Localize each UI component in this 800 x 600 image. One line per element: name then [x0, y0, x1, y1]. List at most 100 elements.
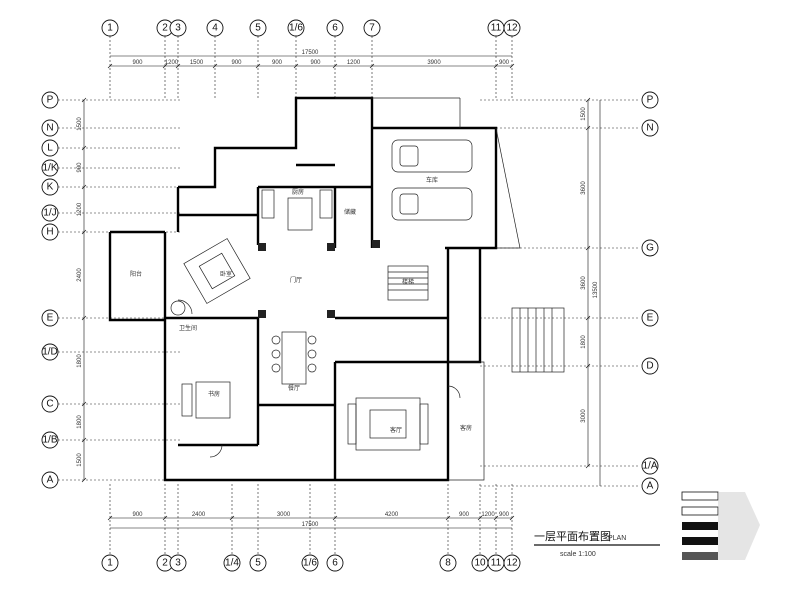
- dim-top-total: 17500: [302, 50, 319, 56]
- grid-left-1-label: N: [46, 123, 53, 134]
- grid-bottom-3: 1/4: [223, 554, 241, 572]
- grid-left-10-label: 1/B: [42, 435, 57, 446]
- grid-left-11: A: [41, 471, 59, 489]
- grid-bottom-1-label: 2: [162, 558, 168, 569]
- grid-bottom-2: 3: [169, 554, 187, 572]
- dim-left-2: 1200: [77, 202, 83, 216]
- grid-bottom-5: 1/6: [301, 554, 319, 572]
- grid-top-8-label: 11: [491, 23, 502, 34]
- grid-top-3: 4: [206, 19, 224, 37]
- room-label-1: 客厅: [390, 426, 402, 434]
- grid-top-5: 1/6: [287, 19, 305, 37]
- dim-top-8: 900: [499, 60, 510, 66]
- grid-top-8: 11: [487, 19, 505, 37]
- dim-bottom-1: 2400: [192, 512, 206, 518]
- room-label-2: 餐厅: [288, 384, 300, 392]
- building-walls: [108, 96, 565, 482]
- legend-swatch-1: [681, 491, 719, 501]
- dim-right-total: 13500: [593, 281, 599, 298]
- grid-top-9: 12: [503, 19, 521, 37]
- dim-top-2: 1500: [190, 60, 204, 66]
- grid-right-6-label: A: [647, 481, 654, 492]
- dim-bottom-5: 1200: [481, 512, 495, 518]
- grid-left-4-label: K: [47, 182, 54, 193]
- grid-top-2-label: 3: [175, 23, 181, 34]
- grid-left-8-label: 1/D: [42, 347, 58, 358]
- grid-left-5: 1/J: [41, 204, 59, 222]
- grid-right-4-label: D: [646, 361, 653, 372]
- grid-top-4: 5: [249, 19, 267, 37]
- dim-bottom-0: 900: [132, 512, 143, 518]
- grid-left-10: 1/B: [41, 431, 59, 449]
- grid-top-5-label: 1/6: [289, 23, 303, 34]
- grid-left-0: P: [41, 91, 59, 109]
- grid-left-6: H: [41, 223, 59, 241]
- dim-bottom-2: 3000: [277, 512, 291, 518]
- grid-right-4: D: [641, 357, 659, 375]
- grid-left-9: C: [41, 395, 59, 413]
- room-label-0: 车库: [426, 176, 438, 184]
- grid-bottom-8-label: 10: [474, 558, 486, 569]
- grid-top-3-label: 4: [212, 23, 218, 34]
- grid-bottom-0: 1: [101, 554, 119, 572]
- grid-right-1: N: [641, 119, 659, 137]
- grid-left-7: E: [41, 309, 59, 327]
- grid-left-7-label: E: [47, 313, 54, 324]
- dim-left-0: 1500: [77, 117, 83, 131]
- grid-top-4-label: 5: [255, 23, 261, 34]
- grid-top-0: 1: [101, 19, 119, 37]
- grid-right-0: P: [641, 91, 659, 109]
- grid-bottom-0-label: 1: [107, 558, 113, 569]
- dim-top-1: 1200: [165, 60, 179, 66]
- dim-left-5: 1800: [77, 415, 83, 429]
- dim-right-4: 3000: [581, 409, 587, 423]
- room-label-3: 厨房: [292, 188, 304, 196]
- grid-bottom-2-label: 3: [175, 558, 181, 569]
- legend-swatch-4: [682, 537, 718, 545]
- grid-bottom-6-label: 6: [332, 558, 338, 569]
- grid-right-3: E: [641, 309, 659, 327]
- grid-bottom-6: 6: [326, 554, 344, 572]
- grid-left-4: K: [41, 178, 59, 196]
- grid-bottom-5-label: 1/6: [303, 558, 317, 569]
- dim-left-6: 1500: [77, 453, 83, 467]
- grid-bottom-7: 8: [439, 554, 457, 572]
- grid-left-6-label: H: [46, 227, 53, 238]
- grid-left-2-label: L: [47, 143, 53, 154]
- grid-top-7-label: 7: [369, 23, 375, 34]
- dim-right-2: 3600: [581, 276, 587, 290]
- dim-left-4: 1800: [77, 354, 83, 368]
- dim-right-1: 3600: [581, 181, 587, 195]
- dim-bottom-4: 900: [459, 512, 470, 518]
- grid-left-3-label: 1/K: [42, 163, 57, 174]
- grid-left-8: 1/D: [41, 343, 59, 361]
- grid-bottom-10-label: 12: [506, 558, 518, 569]
- grid-right-3-label: E: [647, 313, 654, 324]
- grid-right-1-label: N: [646, 123, 653, 134]
- wall-legend: [681, 491, 760, 560]
- grid-left-5-label: 1/J: [43, 208, 56, 219]
- legend-swatch-5: [682, 552, 718, 560]
- dim-right-3: 1800: [581, 335, 587, 349]
- dim-top-6: 1200: [347, 60, 361, 66]
- grid-left-3: 1/K: [41, 159, 59, 177]
- drawing-title-suffix: PLAN: [608, 535, 626, 542]
- grid-bottom-4-label: 5: [255, 558, 261, 569]
- grid-top-0-label: 1: [107, 23, 113, 34]
- grid-left-11-label: A: [47, 475, 54, 486]
- dim-top-5: 900: [310, 60, 321, 66]
- legend-swatch-3: [682, 522, 718, 530]
- grid-bottom-7-label: 8: [445, 558, 451, 569]
- room-label-5: 书房: [208, 390, 220, 398]
- grid-left-2: L: [41, 139, 59, 157]
- grid-right-2-label: G: [646, 243, 654, 254]
- drawing-title: 一层平面布置图: [534, 530, 611, 543]
- grid-right-0-label: P: [647, 95, 654, 106]
- grid-bottom-9-label: 11: [491, 558, 502, 569]
- grid-top-9-label: 12: [506, 23, 518, 34]
- grid-top-7: 7: [363, 19, 381, 37]
